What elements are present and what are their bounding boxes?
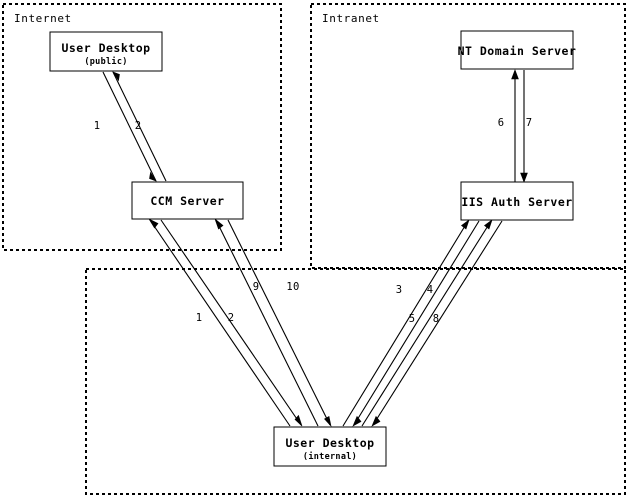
node-box-ccm-server[interactable] [131,181,244,220]
flow-step-labels: 1 2 6 7 1 2 9 10 3 4 5 8 [94,117,533,325]
flow-line-5 [361,219,493,427]
node-ccm-server[interactable]: CCM Server [131,181,244,220]
step-label-1-public: 1 [94,120,101,132]
step-label-7: 7 [526,117,533,129]
step-label-1-internal: 1 [196,312,203,324]
node-user-desktop-public[interactable]: User Desktop (public) [49,31,163,72]
node-label-iis-auth-server: IIS Auth Server [461,195,572,209]
step-label-10: 10 [286,281,299,293]
node-label-user-desktop-internal: User Desktop [285,436,374,450]
node-sublabel-user-desktop-public: (public) [84,56,127,67]
flow-line-1-internal [148,218,291,427]
flow-line-8 [371,220,503,427]
step-label-5: 5 [409,313,416,325]
node-box-iis-auth-server[interactable] [460,181,574,221]
node-nt-domain-server[interactable]: NT Domain Server [458,30,577,70]
node-iis-auth-server[interactable]: IIS Auth Server [460,181,574,221]
zone-internal-boundary [85,268,626,495]
zone-internet-boundary [2,3,282,251]
step-label-6: 6 [498,117,505,129]
flow-line-6 [511,69,519,182]
step-label-4: 4 [427,284,434,296]
step-label-3: 3 [396,284,403,296]
zone-intranet-boundary [310,3,626,269]
node-box-user-desktop-public[interactable] [49,31,163,72]
flow-line-7 [520,70,528,183]
flow-line-4 [352,220,480,427]
flow-line-2-public [112,71,167,182]
step-label-2-public: 2 [135,120,142,132]
flow-connectors [102,69,528,427]
node-user-desktop-internal[interactable]: User Desktop (internal) [273,426,387,467]
node-label-nt-domain-server: NT Domain Server [458,44,577,58]
flow-line-3 [342,219,470,427]
node-label-user-desktop-public: User Desktop [61,41,150,55]
flow-line-10 [227,219,332,427]
flow-line-2-internal [160,219,303,427]
zone-label-intranet: Intranet [322,12,380,25]
node-label-ccm-server: CCM Server [150,194,224,208]
step-label-8: 8 [433,313,440,325]
zone-label-internet: Internet [14,12,72,25]
step-label-9: 9 [253,281,260,293]
node-box-user-desktop-internal[interactable] [273,426,387,467]
zone-boundaries [2,3,626,495]
node-sublabel-user-desktop-internal: (internal) [303,451,357,462]
flow-line-1-public [102,71,157,182]
flow-line-9 [214,218,319,427]
step-label-2-internal: 2 [228,312,235,324]
node-box-nt-domain-server[interactable] [460,30,574,70]
